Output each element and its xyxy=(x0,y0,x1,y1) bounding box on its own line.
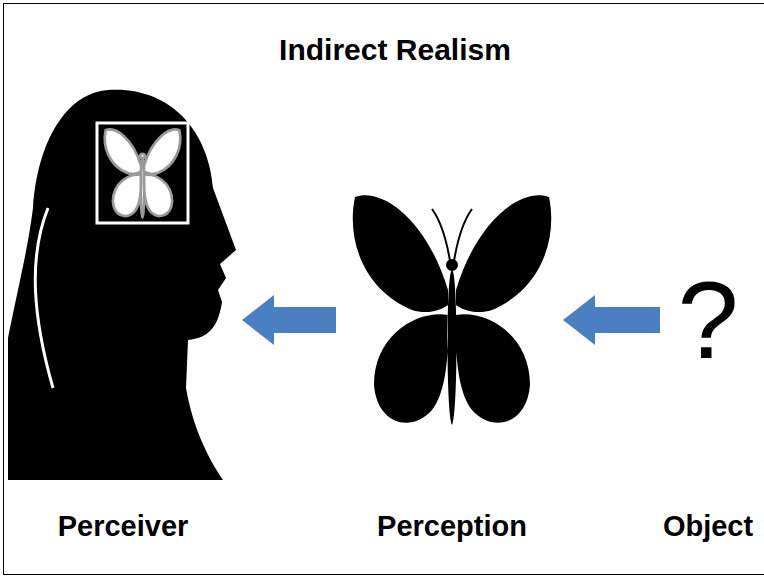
mental-image-frame xyxy=(97,123,188,223)
frame-border xyxy=(4,4,764,575)
block-arrow xyxy=(242,295,336,345)
block-arrow xyxy=(563,295,660,345)
butterfly-silhouette xyxy=(353,195,551,425)
node-label: Object xyxy=(663,512,753,541)
illustration-node: Perceiver xyxy=(8,88,238,483)
butterfly-antennae xyxy=(432,209,472,261)
mental-butterfly xyxy=(105,129,180,216)
node-label: Perceiver xyxy=(58,512,189,541)
illustration-node: Perception xyxy=(352,185,552,445)
head-silhouette xyxy=(8,90,236,480)
hair-line xyxy=(35,208,53,388)
diagram-title: Indirect Realism xyxy=(279,35,511,65)
node-symbol: ? xyxy=(677,265,738,375)
illustration-node: ?Object xyxy=(668,255,748,385)
node-label: Perception xyxy=(377,512,527,541)
